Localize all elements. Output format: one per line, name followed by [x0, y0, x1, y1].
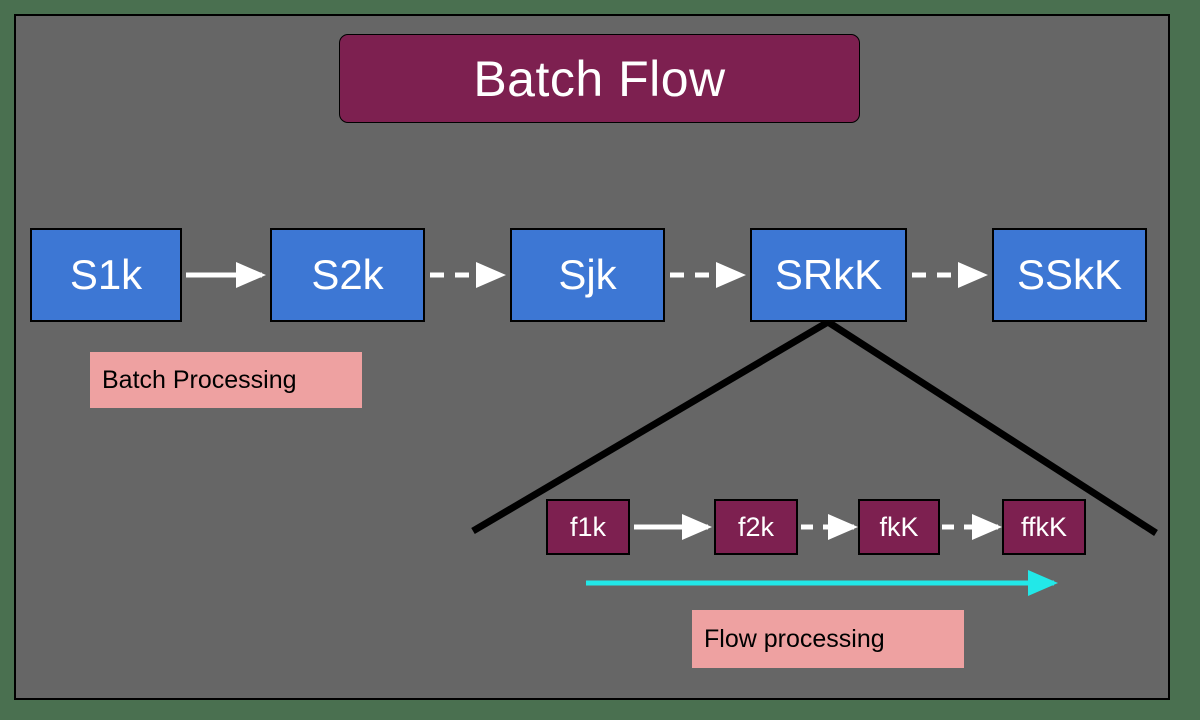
- stage-node-sskk[interactable]: SSkK: [992, 228, 1147, 322]
- annotation-flow-processing: Flow processing: [692, 610, 964, 668]
- flow-node-f1k[interactable]: f1k: [546, 499, 630, 555]
- stage-node-label: S1k: [69, 251, 143, 298]
- flow-node-fkk[interactable]: fkK: [858, 499, 940, 555]
- stage-node-sjk[interactable]: Sjk: [510, 228, 665, 322]
- diagram-title-banner: Batch Flow: [339, 34, 860, 123]
- stage-node-label: S2k: [311, 251, 384, 298]
- stage-node-label: SSkK: [1016, 251, 1123, 298]
- annotation-text: Flow processing: [704, 624, 885, 653]
- flow-node-f2k[interactable]: f2k: [714, 499, 798, 555]
- stage-node-s1k[interactable]: S1k: [30, 228, 182, 322]
- stage-node-s2k[interactable]: S2k: [270, 228, 425, 322]
- flow-node-ffkk[interactable]: ffkK: [1002, 499, 1086, 555]
- stage-node-label: Sjk: [558, 251, 617, 298]
- page-title: Batch Flow: [473, 50, 726, 107]
- stage-node-label: SRkK: [774, 251, 883, 298]
- annotation-text: Batch Processing: [102, 365, 297, 394]
- flow-node-label: f1k: [569, 511, 607, 542]
- flow-node-label: f2k: [737, 511, 775, 542]
- flow-node-label: fkK: [879, 511, 919, 542]
- stage-node-srkk[interactable]: SRkK: [750, 228, 907, 322]
- flow-node-label: ffkK: [1020, 511, 1068, 542]
- annotation-batch-processing: Batch Processing: [90, 352, 362, 408]
